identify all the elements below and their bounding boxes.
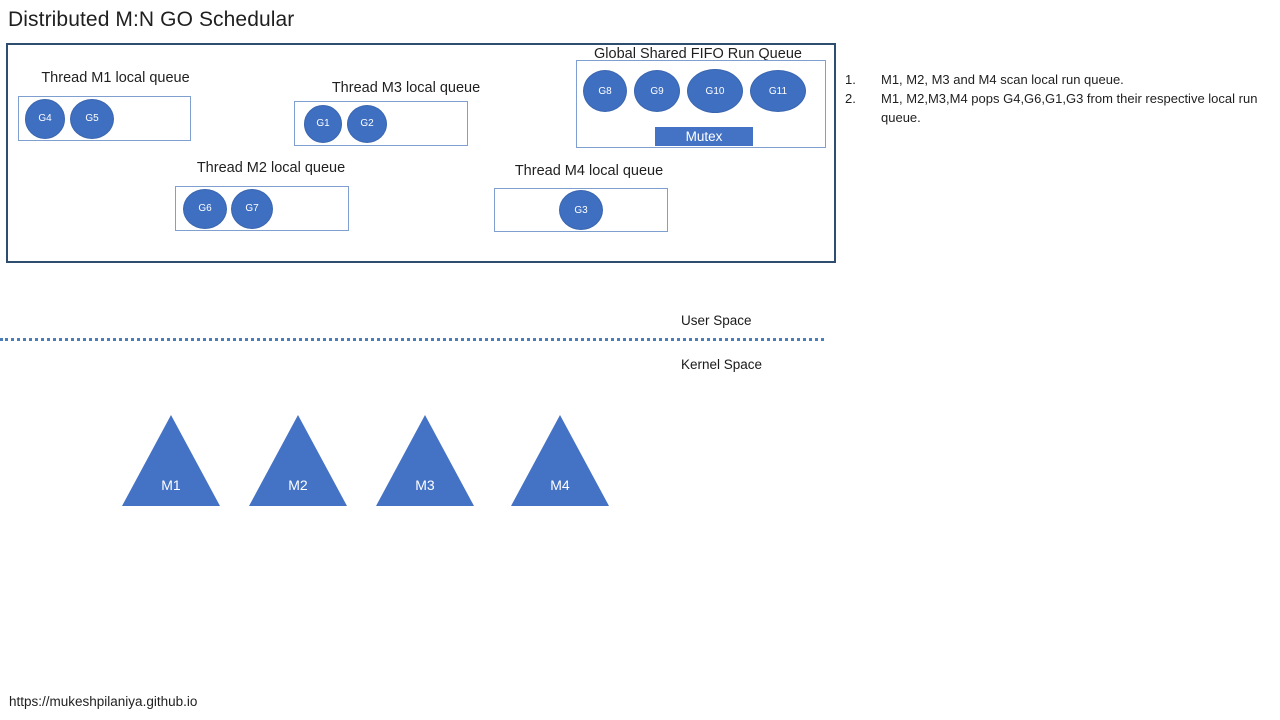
goroutine-circle[interactable]: G2 <box>347 104 387 143</box>
global-shared-fifo-run-queue: G8 G9 G10 G11 Mutex <box>576 60 826 148</box>
kernel-thread-m4[interactable]: M4 <box>511 415 609 506</box>
notes-list: 1. M1, M2, M3 and M4 scan local run queu… <box>845 70 1265 127</box>
queue-label-m4: Thread M4 local queue <box>514 163 664 179</box>
triangle-icon <box>511 415 609 506</box>
note-number: 1. <box>845 72 856 87</box>
global-queue-label: Global Shared FIFO Run Queue <box>594 46 802 62</box>
note-item: 2. M1, M2,M3,M4 pops G4,G6,G1,G3 from th… <box>845 89 1265 127</box>
goroutine-circle[interactable]: G10 <box>687 69 743 113</box>
queue-label-m2: Thread M2 local queue <box>196 160 346 176</box>
triangle-icon <box>376 415 474 506</box>
queue-label-m1: Thread M1 local queue <box>41 70 190 86</box>
kernel-thread-m1[interactable]: M1 <box>122 415 220 506</box>
kernel-thread-label: M1 <box>161 477 181 493</box>
local-queue-m3: G1 G2 <box>294 101 468 146</box>
goroutine-circle[interactable]: G9 <box>634 70 680 112</box>
user-space-label: User Space <box>681 313 752 328</box>
kernel-thread-m2[interactable]: M2 <box>249 415 347 506</box>
goroutine-circle[interactable]: G4 <box>25 98 65 139</box>
page-title: Distributed M:N GO Schedular <box>8 8 295 31</box>
goroutine-circle[interactable]: G1 <box>304 104 342 143</box>
local-queue-m1: G4 G5 <box>18 96 191 141</box>
user-kernel-space-divider <box>0 338 824 344</box>
goroutine-circle[interactable]: G6 <box>183 188 227 229</box>
triangle-icon <box>249 415 347 506</box>
kernel-thread-label: M3 <box>415 477 435 493</box>
global-queue-circles: G8 G9 G10 G11 <box>583 69 806 113</box>
local-queue-m4: G3 <box>494 188 668 232</box>
goroutine-circle[interactable]: G3 <box>559 190 603 230</box>
kernel-thread-label: M4 <box>550 477 570 493</box>
note-text: M1, M2, M3 and M4 scan local run queue. <box>881 72 1124 87</box>
goroutine-circle[interactable]: G7 <box>231 188 273 229</box>
kernel-thread-label: M2 <box>288 477 308 493</box>
footer-url[interactable]: https://mukeshpilaniya.github.io <box>9 694 198 709</box>
kernel-space-label: Kernel Space <box>681 357 763 372</box>
goroutine-circle[interactable]: G11 <box>750 70 806 112</box>
kernel-thread-m3[interactable]: M3 <box>376 415 474 506</box>
note-text: M1, M2,M3,M4 pops G4,G6,G1,G3 from their… <box>881 91 1258 125</box>
mutex-bar[interactable]: Mutex <box>655 127 753 146</box>
note-number: 2. <box>845 91 856 106</box>
local-queue-m2: G6 G7 <box>175 186 349 231</box>
queue-label-m3: Thread M3 local queue <box>331 80 481 96</box>
note-item: 1. M1, M2, M3 and M4 scan local run queu… <box>845 70 1265 89</box>
triangle-icon <box>122 415 220 506</box>
goroutine-circle[interactable]: G5 <box>70 98 114 139</box>
goroutine-circle[interactable]: G8 <box>583 70 627 112</box>
